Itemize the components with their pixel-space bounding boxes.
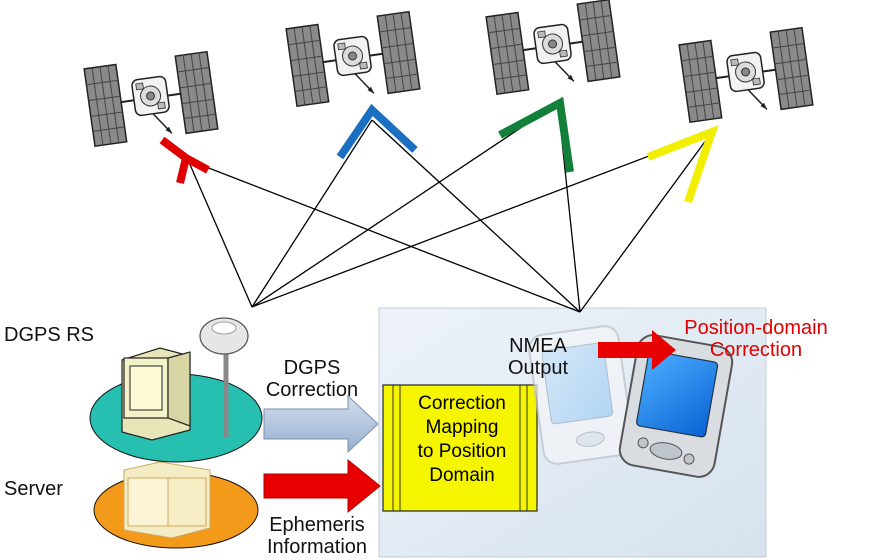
position-domain-arrow <box>598 330 676 370</box>
satellite-icon <box>285 10 421 108</box>
server-label: Server <box>4 478 63 500</box>
reference-station <box>89 317 263 463</box>
satellite-2 <box>285 10 421 108</box>
position-domain-line-1: Position-domain <box>684 317 828 339</box>
mapping-box <box>382 384 538 512</box>
nmea-output-label: NMEA Output <box>496 335 580 379</box>
nmea-line-1: NMEA <box>509 335 567 357</box>
satellite-icon <box>678 26 814 124</box>
dgps-correction-line-2: Correction <box>265 379 359 401</box>
ephemeris-arrow <box>263 458 381 514</box>
satellite-icon <box>485 0 621 96</box>
signal-marker-blue <box>336 103 418 160</box>
signal-marker-yellow <box>646 125 719 204</box>
signal-lines <box>187 102 713 313</box>
satellite-1 <box>83 50 219 148</box>
dgps-correction-line-1: DGPS <box>283 357 341 379</box>
dgps-rs-label: DGPS RS <box>4 324 95 346</box>
position-domain-line-2: Correction <box>709 339 803 361</box>
gps-antenna-icon <box>199 317 249 438</box>
satellite-icon <box>83 50 219 148</box>
mapping-box-line-2: Mapping <box>425 417 499 438</box>
position-domain-correction-label: Position-domain Correction <box>676 317 836 361</box>
mapping-box-line-1: Correction <box>418 393 506 414</box>
satellite-4 <box>678 26 814 124</box>
ephemeris-label: Ephemeris Information <box>255 514 379 558</box>
ephemeris-line-1: Ephemeris <box>269 514 365 536</box>
mapping-box-label: Correction Mapping to Position Domain <box>387 392 537 488</box>
signal-marker-green <box>498 96 574 173</box>
mapping-box-line-3: to Position <box>417 441 507 462</box>
satellite-3 <box>485 0 621 96</box>
server <box>93 461 259 549</box>
pda-blue-icon <box>618 334 734 478</box>
dgps-correction-label: DGPS Correction <box>252 357 372 401</box>
nmea-line-2: Output <box>507 357 569 379</box>
ephemeris-line-2: Information <box>266 536 368 558</box>
dgps-correction-arrow <box>263 394 379 454</box>
pda-pale-icon <box>528 325 634 465</box>
signal-marker-red <box>159 136 210 184</box>
mapping-box-line-4: Domain <box>429 465 495 486</box>
computer-icon <box>121 347 191 441</box>
server-computer-icon <box>123 461 211 539</box>
